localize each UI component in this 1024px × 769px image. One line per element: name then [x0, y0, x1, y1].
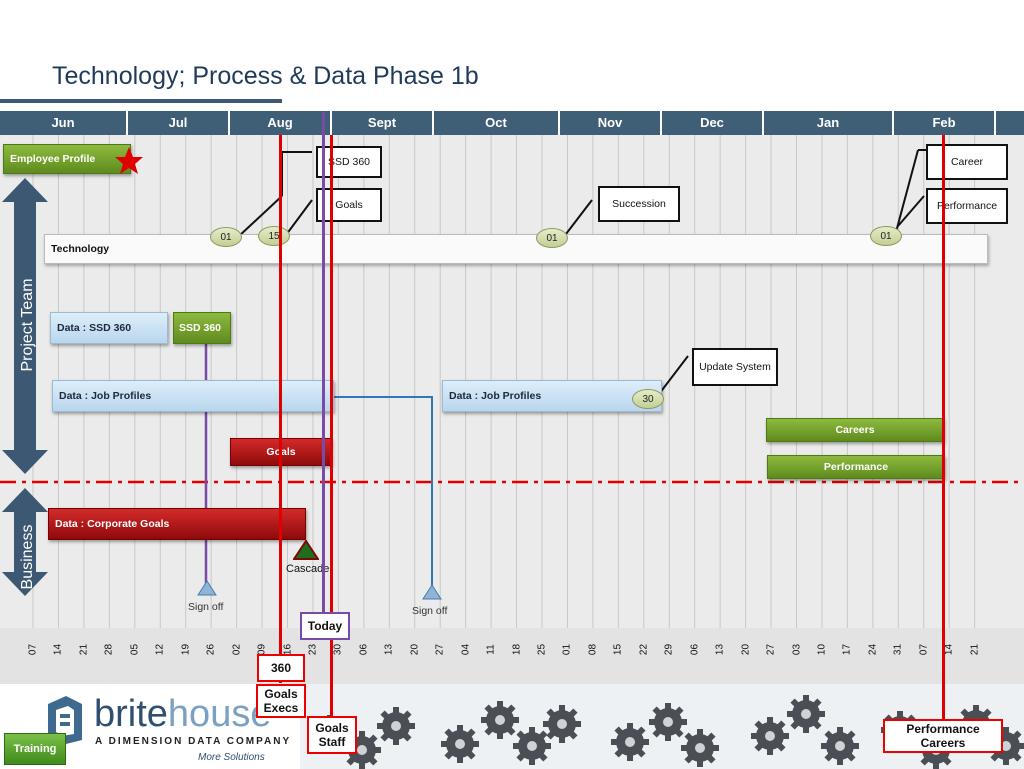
title-underline	[0, 99, 282, 103]
corporate-goals-bar[interactable]: Data : Corporate Goals	[48, 508, 306, 540]
milestone-pill-30[interactable]: 30	[632, 389, 664, 409]
milestone-pill-15-aug[interactable]: 15	[258, 226, 290, 246]
callout-succession: Succession	[598, 186, 680, 222]
cascade-milestone-icon	[293, 540, 319, 560]
cascade-label: Cascade	[286, 563, 330, 575]
month-sept: Sept	[332, 111, 434, 135]
month-nov: Nov	[560, 111, 662, 135]
marker-goals-staff[interactable]: Goals Staff	[307, 716, 357, 754]
sign-off-label-2: Sign off	[412, 605, 448, 617]
britehouse-wordmark: britehouse	[94, 693, 272, 735]
milestone-pill-01-aug[interactable]: 01	[210, 227, 242, 247]
page-title: Technology; Process & Data Phase 1b	[52, 62, 479, 90]
careers-bar[interactable]: Careers	[766, 418, 944, 442]
logo-tagline: A DIMENSION DATA COMPANY	[95, 736, 292, 747]
job-profiles-bar-2[interactable]: Data : Job Profiles	[442, 380, 662, 412]
callout-career: Career	[926, 144, 1008, 180]
job-profiles-bar-1[interactable]: Data : Job Profiles	[52, 380, 334, 412]
business-arrow	[2, 488, 48, 596]
callout-performance: Performance	[926, 188, 1008, 224]
sign-off-triangle-1	[197, 580, 217, 596]
technology-bar[interactable]: Technology	[44, 234, 988, 264]
today-marker[interactable]: Today	[300, 612, 350, 640]
callout-update-system: Update System	[692, 348, 778, 386]
callout-ssd-360: SSD 360	[316, 146, 382, 178]
sign-off-label-1: Sign off	[188, 601, 224, 613]
month-feb: Feb	[894, 111, 996, 135]
month-aug: Aug	[230, 111, 332, 135]
month-jul: Jul	[128, 111, 230, 135]
callout-goals: Goals	[316, 188, 382, 222]
section-divider	[0, 480, 1024, 484]
performance-bar[interactable]: Performance	[767, 455, 945, 479]
project-team-arrow	[2, 178, 48, 474]
month-oct: Oct	[434, 111, 560, 135]
milestone-pill-01-feb[interactable]: 01	[870, 226, 902, 246]
britehouse-logo-icon	[48, 696, 82, 744]
employee-profile-bar[interactable]: Employee Profile	[3, 144, 131, 174]
red-line-goals-staff	[330, 135, 333, 719]
today-line	[322, 112, 325, 614]
red-line-360	[279, 135, 282, 683]
logo-slogan: More Solutions	[198, 752, 265, 763]
month-jan: Jan	[764, 111, 894, 135]
marker-performance-careers[interactable]: Performance Careers	[883, 719, 1003, 753]
milestone-pill-01-nov[interactable]: 01	[536, 228, 568, 248]
data-ssd-360-bar[interactable]: Data : SSD 360	[50, 312, 168, 344]
star-icon	[115, 147, 143, 174]
training-badge[interactable]: Training	[4, 733, 66, 765]
red-line-performance-careers	[942, 135, 945, 722]
month-header: Jun Jul Aug Sept Oct Nov Dec Jan Feb	[0, 111, 1024, 135]
sign-off-triangle-2	[422, 584, 442, 600]
month-dec: Dec	[662, 111, 764, 135]
marker-goals-execs[interactable]: Goals Execs	[256, 684, 306, 718]
ssd-360-bar[interactable]: SSD 360	[173, 312, 231, 344]
marker-360[interactable]: 360	[257, 654, 305, 682]
month-jun: Jun	[0, 111, 128, 135]
